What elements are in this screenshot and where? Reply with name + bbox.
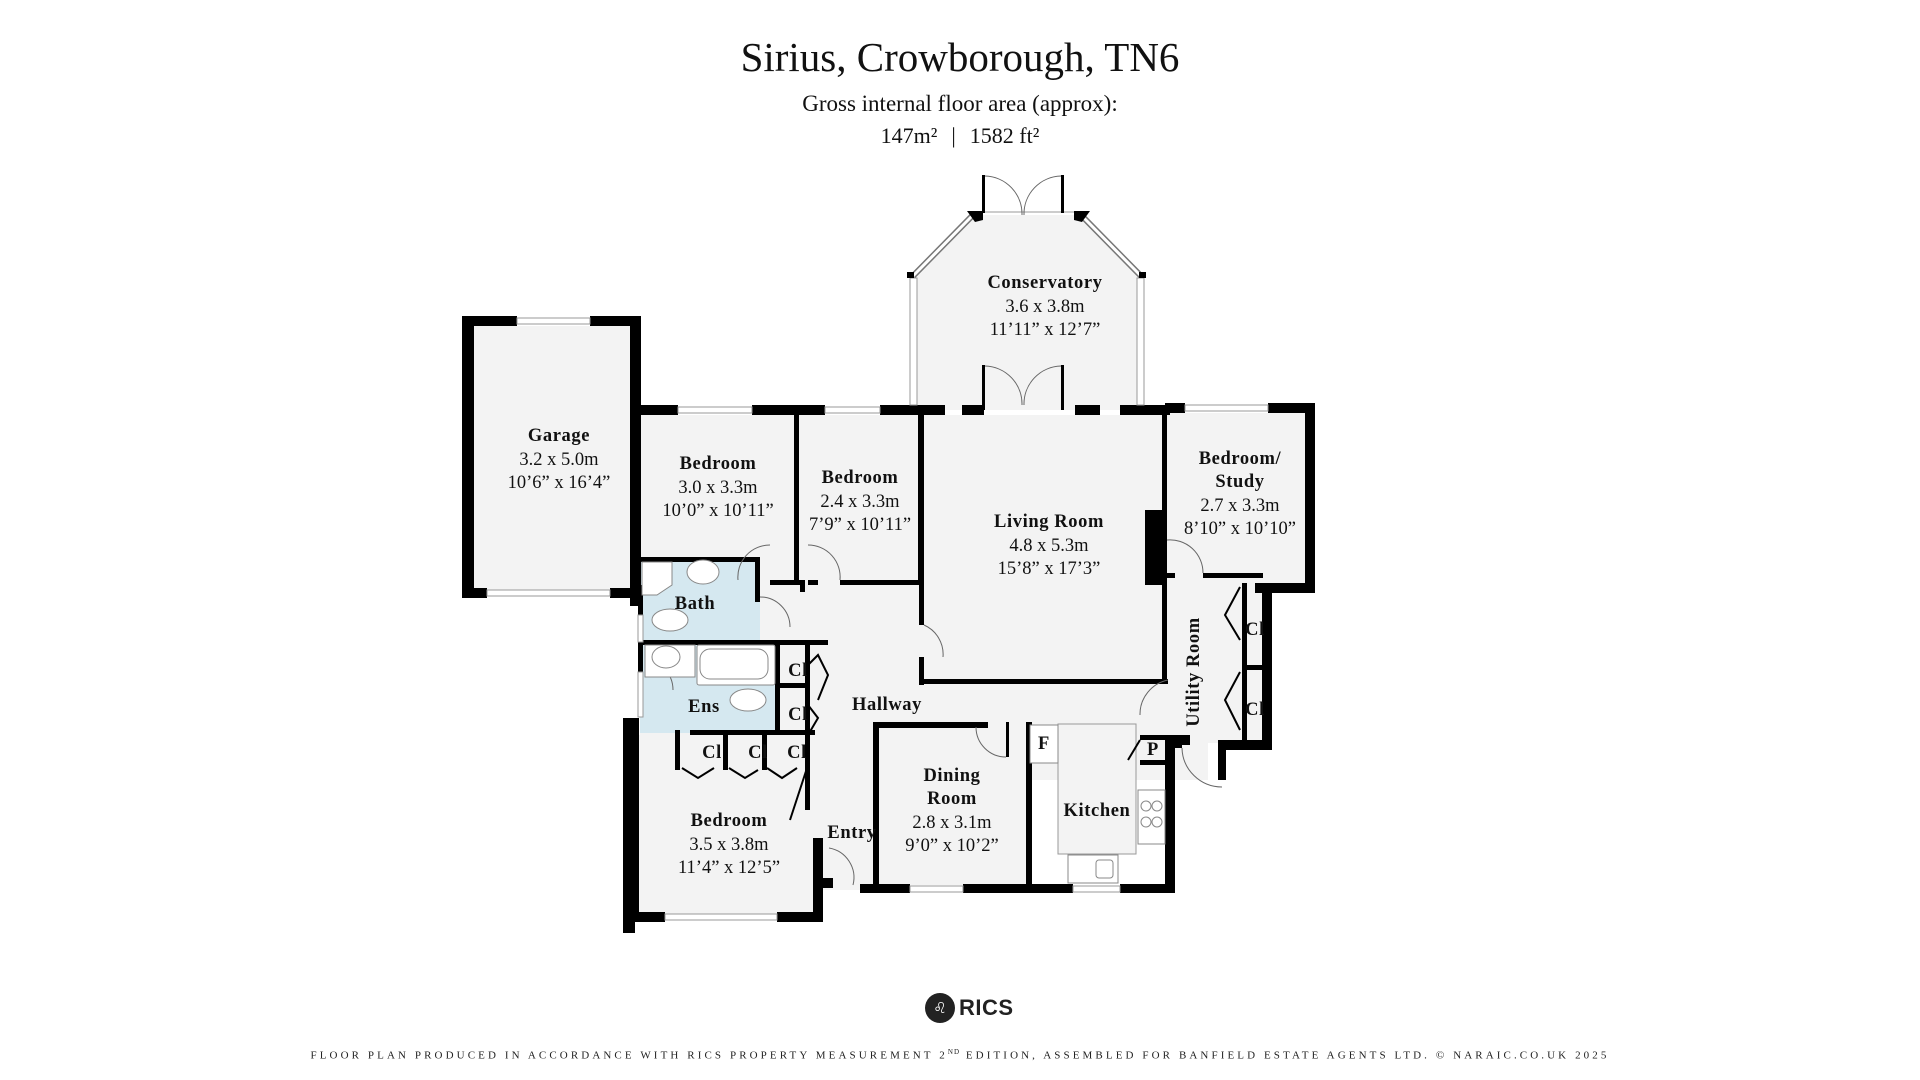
area-separator: | — [951, 123, 956, 148]
cupboard-label: Cl — [787, 743, 807, 763]
cupboard-label: Cl — [748, 743, 768, 763]
cupboard-label: Cl — [1245, 620, 1265, 640]
footer-disclaimer: FLOOR PLAN PRODUCED IN ACCORDANCE WITH R… — [0, 1048, 1920, 1062]
basin-icon — [651, 645, 681, 669]
svg-text:Dining: Dining — [923, 766, 980, 786]
area-metric: 147m² — [880, 123, 938, 148]
svg-text:7’9” x 10’11”: 7’9” x 10’11” — [809, 515, 911, 535]
toilet-icon — [729, 688, 767, 712]
svg-text:11’11” x 12’7”: 11’11” x 12’7” — [990, 320, 1101, 340]
svg-text:4.8 x 5.3m: 4.8 x 5.3m — [1009, 536, 1089, 556]
svg-text:10’6” x 16’4”: 10’6” x 16’4” — [508, 473, 611, 493]
room-utility: Utility Room — [1184, 617, 1204, 726]
svg-text:2.7 x 3.3m: 2.7 x 3.3m — [1200, 496, 1280, 516]
svg-text:10’0” x 10’11”: 10’0” x 10’11” — [662, 501, 773, 521]
shower-tray — [641, 561, 673, 596]
room-dining: Dining Room 2.8 x 3.1m 9’0” x 10’2” — [905, 766, 999, 856]
cupboard-label: Cl — [1245, 700, 1265, 720]
room-bedroom-study: Bedroom/ Study 2.7 x 3.3m 8’10” x 10’10” — [1184, 449, 1296, 539]
cupboard-doors[interactable] — [681, 586, 1241, 821]
svg-text:2.4 x 3.3m: 2.4 x 3.3m — [820, 492, 900, 512]
basin-icon — [686, 559, 720, 585]
room-labels: Garage 3.2 x 5.0m 10’6” x 16’4” Bedroom … — [508, 273, 1296, 878]
svg-text:Living Room: Living Room — [994, 512, 1104, 532]
svg-text:Garage: Garage — [528, 426, 590, 446]
room-ensuite: Ens — [688, 697, 720, 717]
svg-text:3.2 x 5.0m: 3.2 x 5.0m — [519, 450, 599, 470]
toilet-icon — [651, 608, 689, 632]
svg-text:3.5 x 3.8m: 3.5 x 3.8m — [689, 835, 769, 855]
svg-text:11’4” x 12’5”: 11’4” x 12’5” — [678, 858, 780, 878]
fixtures — [641, 559, 1166, 884]
cupboard-label: Cl — [702, 743, 722, 763]
room-garage: Garage 3.2 x 5.0m 10’6” x 16’4” — [508, 426, 611, 493]
pantry-label: P — [1147, 740, 1159, 760]
room-conservatory: Conservatory 3.6 x 3.8m 11’11” x 12’7” — [987, 273, 1102, 340]
svg-text:3.0 x 3.3m: 3.0 x 3.3m — [678, 478, 758, 498]
kitchen-island — [1057, 723, 1137, 855]
svg-text:Bedroom/: Bedroom/ — [1199, 449, 1282, 469]
area-imperial: 1582 ft² — [969, 123, 1040, 148]
room-bedroom-1: Bedroom 3.0 x 3.3m 10’0” x 10’11” — [662, 454, 773, 521]
svg-text:Bedroom: Bedroom — [680, 454, 757, 474]
footer-text-1: FLOOR PLAN PRODUCED IN ACCORDANCE WITH R… — [310, 1049, 948, 1062]
svg-text:15’8” x 17’3”: 15’8” x 17’3” — [998, 559, 1101, 579]
windows — [486, 211, 1269, 921]
rics-logo: ♌ RICS — [925, 990, 1014, 1026]
svg-text:9’0” x 10’2”: 9’0” x 10’2” — [905, 836, 999, 856]
svg-text:Study: Study — [1215, 472, 1264, 492]
room-living: Living Room 4.8 x 5.3m 15’8” x 17’3” — [994, 512, 1104, 579]
room-bath: Bath — [675, 594, 716, 614]
walls — [462, 316, 1315, 933]
page-title: Sirius, Crowborough, TN6 — [740, 34, 1180, 80]
conservatory-posts — [907, 175, 1146, 410]
cupboard-label: Cl — [788, 705, 808, 725]
room-entry: Entry — [827, 823, 876, 843]
footer-text-2: EDITION, ASSEMBLED FOR BANFIELD ESTATE A… — [960, 1049, 1610, 1062]
svg-text:Bedroom: Bedroom — [822, 468, 899, 488]
door-swings[interactable] — [644, 175, 1223, 886]
room-hallway: Hallway — [852, 695, 922, 715]
room-kitchen: Kitchen — [1064, 801, 1131, 821]
floor-area-label: Gross internal floor area (approx): — [802, 91, 1118, 116]
rics-wordmark: RICS — [959, 995, 1014, 1020]
svg-text:Room: Room — [927, 789, 977, 809]
floor-area-values: 147m² | 1582 ft² — [0, 122, 1920, 150]
fridge-space — [1029, 724, 1059, 764]
hob — [1137, 789, 1166, 845]
room-bedroom-2: Bedroom 2.4 x 3.3m 7’9” x 10’11” — [809, 468, 911, 535]
footer-superscript: ND — [947, 1048, 961, 1056]
cupboard-label: Cl — [788, 661, 808, 681]
svg-text:8’10” x 10’10”: 8’10” x 10’10” — [1184, 519, 1296, 539]
svg-text:Bedroom: Bedroom — [691, 811, 768, 831]
svg-text:Conservatory: Conservatory — [987, 273, 1102, 293]
fridge-label: F — [1038, 734, 1050, 754]
room-bedroom-3: Bedroom 3.5 x 3.8m 11’4” x 12’5” — [678, 811, 780, 878]
svg-text:3.6 x 3.8m: 3.6 x 3.8m — [1005, 297, 1085, 317]
svg-text:2.8 x 3.1m: 2.8 x 3.1m — [912, 813, 992, 833]
rics-lion-icon: ♌ — [925, 993, 955, 1023]
